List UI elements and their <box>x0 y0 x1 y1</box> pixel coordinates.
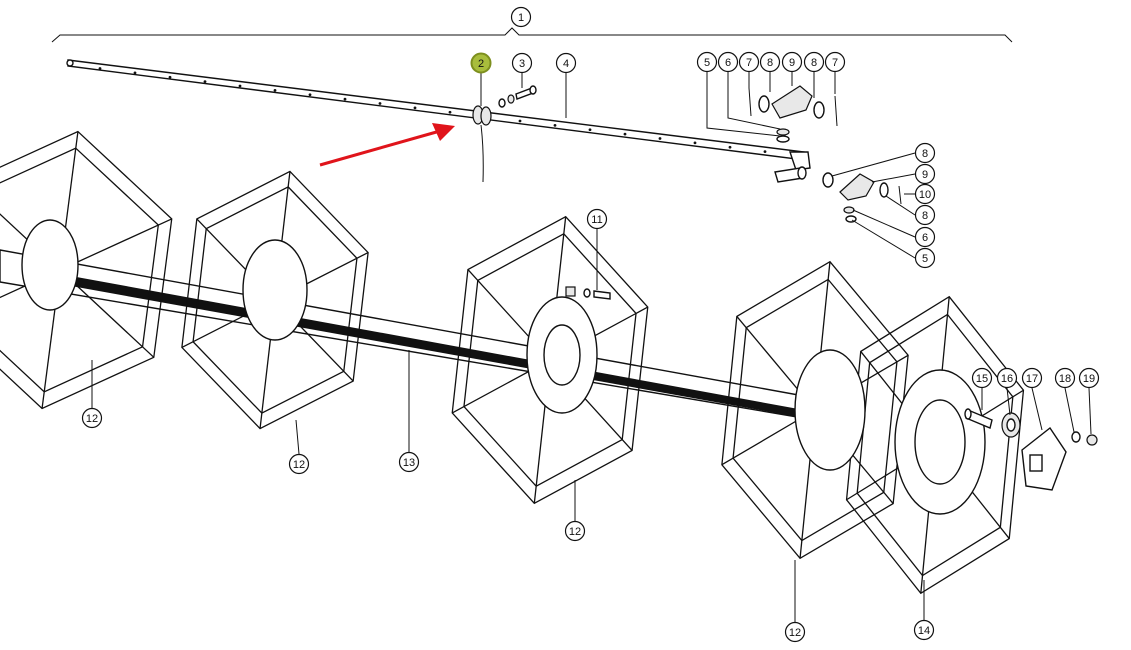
callout-1-label: 1 <box>518 12 524 24</box>
red-arrow <box>319 123 455 167</box>
callout-18: 18 <box>1054 367 1076 389</box>
callout-8: 8 <box>914 204 936 226</box>
callout-12-label: 12 <box>789 627 801 639</box>
callout-7-label: 7 <box>832 57 838 69</box>
callout-6: 6 <box>717 51 739 73</box>
callout-19: 19 <box>1078 367 1100 389</box>
bearing-set-upper <box>748 85 838 143</box>
callout-19-label: 19 <box>1083 373 1095 385</box>
callout-16: 16 <box>996 367 1018 389</box>
callout-9-label: 9 <box>922 169 928 181</box>
callout-12: 12 <box>81 407 103 429</box>
callout-12: 12 <box>564 520 586 542</box>
callout-1: 1 <box>510 6 532 28</box>
leader-lines <box>91 72 1092 622</box>
callout-12-label: 12 <box>293 459 305 471</box>
callout-12-label: 12 <box>569 526 581 538</box>
callout-18-label: 18 <box>1059 373 1071 385</box>
callout-9: 9 <box>781 51 803 73</box>
hub-plates <box>21 219 986 515</box>
bolt-nut-set <box>565 286 611 300</box>
callout-5: 5 <box>696 51 718 73</box>
callout-13: 13 <box>398 451 420 473</box>
callout-8-label: 8 <box>767 57 773 69</box>
callout-6-label: 6 <box>725 57 731 69</box>
callout-14-label: 14 <box>918 625 930 637</box>
bolt-washer-set <box>498 85 537 108</box>
callout-14: 14 <box>913 619 935 641</box>
callout-11: 11 <box>586 208 608 230</box>
callout-3: 3 <box>511 52 533 74</box>
callout-8: 8 <box>759 51 781 73</box>
callout-9-label: 9 <box>789 57 795 69</box>
callout-8-label: 8 <box>922 210 928 222</box>
callout-2: 2 <box>470 52 492 74</box>
callout-17: 17 <box>1021 367 1043 389</box>
callout-7-label: 7 <box>746 57 752 69</box>
callout-8: 8 <box>914 142 936 164</box>
callout-7: 7 <box>824 51 846 73</box>
callout-5: 5 <box>914 247 936 269</box>
callout-9: 9 <box>914 163 936 185</box>
bearing-set-lower <box>822 172 902 223</box>
callout-15: 15 <box>971 367 993 389</box>
callout-6-label: 6 <box>922 232 928 244</box>
callout-5-label: 5 <box>704 57 710 69</box>
callout-12: 12 <box>784 621 806 643</box>
callout-8: 8 <box>803 51 825 73</box>
callout-5-label: 5 <box>922 253 928 265</box>
callout-16-label: 16 <box>1001 373 1013 385</box>
end-bearing-parts <box>964 408 1098 491</box>
assembly-bracket <box>51 27 1013 43</box>
callout-6: 6 <box>914 226 936 248</box>
callout-12-label: 12 <box>86 413 98 425</box>
callout-8-label: 8 <box>811 57 817 69</box>
tine-bar <box>66 59 811 183</box>
callout-15-label: 15 <box>976 373 988 385</box>
callout-4-label: 4 <box>563 58 569 70</box>
callout-2-label: 2 <box>478 58 484 70</box>
callout-10: 10 <box>914 183 936 205</box>
callout-11-label: 11 <box>591 214 602 226</box>
callout-17-label: 17 <box>1026 373 1038 385</box>
drum-tube <box>0 249 816 421</box>
callout-7: 7 <box>738 51 760 73</box>
callout-13-label: 13 <box>403 457 415 469</box>
callout-4: 4 <box>555 52 577 74</box>
callout-12: 12 <box>288 453 310 475</box>
callout-8-label: 8 <box>922 148 928 160</box>
callout-3-label: 3 <box>519 58 525 70</box>
callout-10-label: 10 <box>919 189 931 201</box>
